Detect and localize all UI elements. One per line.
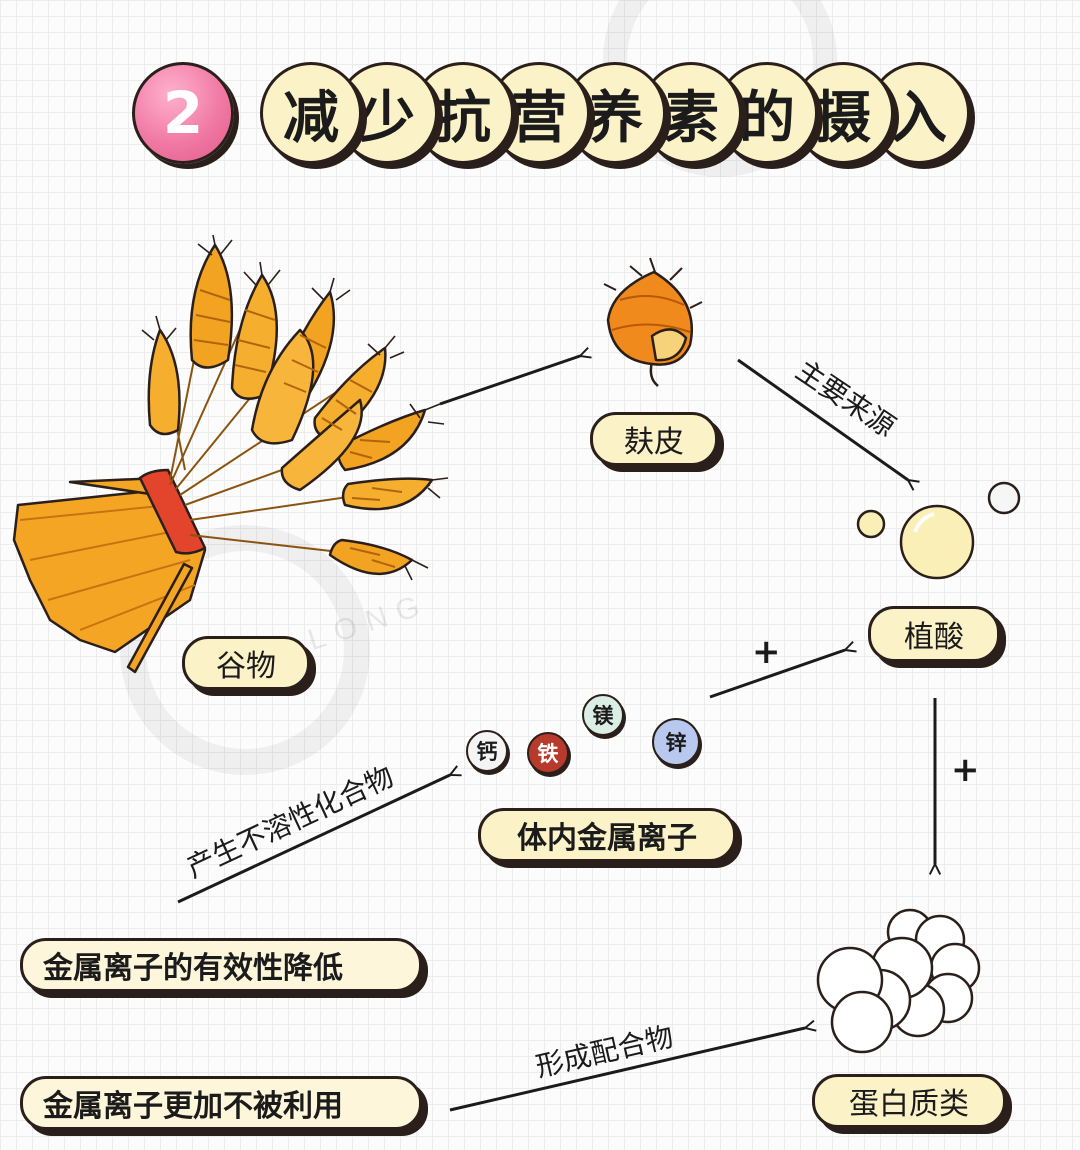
arrow-bran-to-grain — [439, 356, 580, 406]
arrow-metal-to-effect — [177, 775, 450, 904]
grain-label: 谷物 — [182, 636, 310, 690]
arrow-phytic-to-metal — [709, 650, 845, 699]
arrow-protein-to-effect — [449, 1028, 805, 1112]
effect-not-utilized: 金属离子更加不被利用 — [20, 1076, 422, 1130]
protein-cluster-illustration — [816, 908, 981, 1054]
bran-label: 麸皮 — [590, 412, 718, 466]
title-text: 减 少 抗 营 养 素 的 摄 入 — [260, 62, 970, 164]
effect-availability-reduced: 金属离子的有效性降低 — [20, 938, 422, 992]
watermark-logo — [120, 0, 837, 775]
title-char: 减 — [260, 62, 362, 164]
bran-grain-illustration — [603, 257, 703, 387]
phytic-acid-bubbles — [856, 481, 1021, 580]
calcium-ion: 钙 — [466, 730, 508, 772]
arrow-phytic-to-bran — [737, 358, 908, 480]
plus-sign-metal: + — [752, 632, 781, 672]
protein-label: 蛋白质类 — [812, 1074, 1006, 1128]
magnesium-ion: 镁 — [582, 694, 624, 736]
arrows — [177, 356, 935, 1112]
title-row: 2 减 少 抗 营 养 素 的 摄 入 — [132, 58, 970, 168]
metal-ions-label: 体内金属离子 — [478, 808, 736, 862]
title-char: 营 — [488, 62, 590, 164]
zinc-ion: 锌 — [652, 718, 700, 766]
phytic-acid-label: 植酸 — [868, 606, 1000, 662]
iron-ion: 铁 — [527, 732, 569, 774]
wheat-sheaf-illustration — [12, 234, 449, 674]
section-number-badge: 2 — [132, 62, 234, 164]
plus-sign-protein: + — [951, 750, 980, 790]
